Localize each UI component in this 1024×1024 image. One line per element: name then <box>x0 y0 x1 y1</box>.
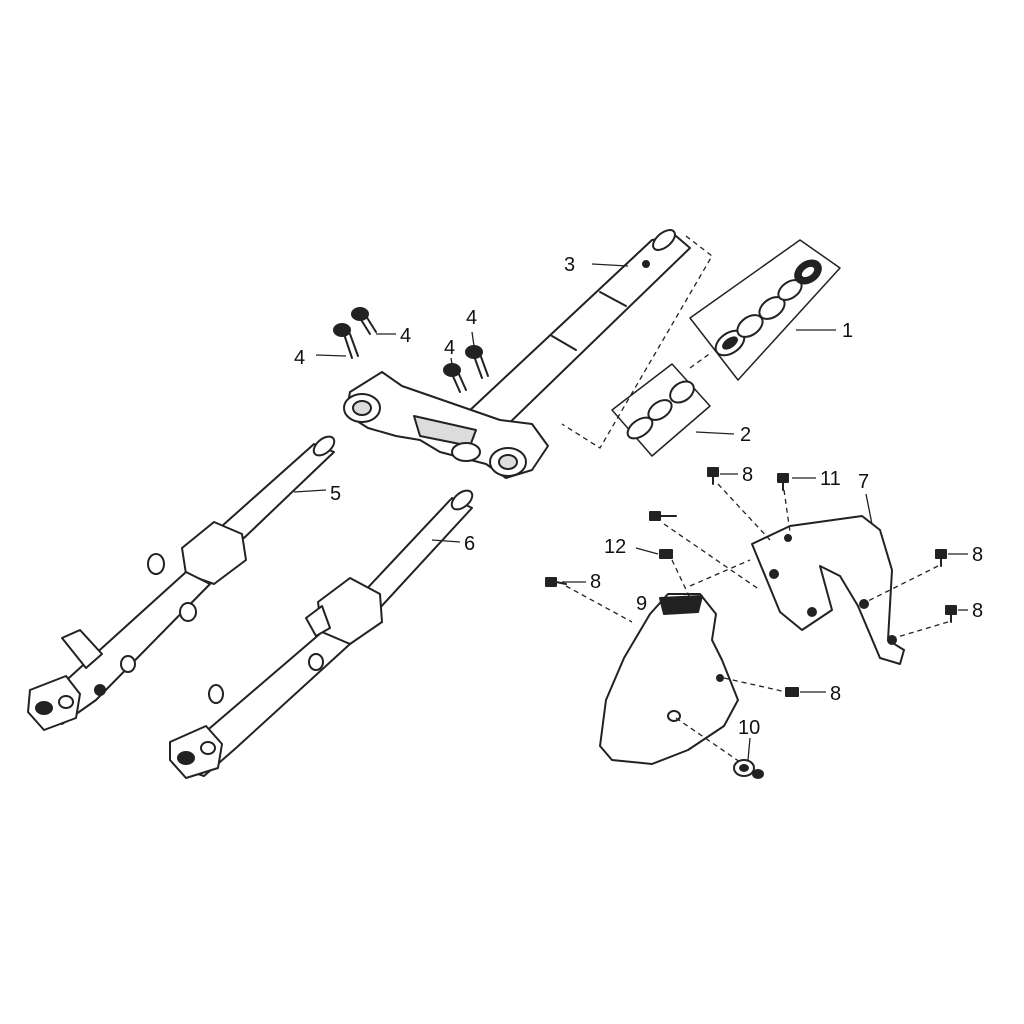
bolt-b <box>351 307 377 335</box>
svg-text:9: 9 <box>636 593 647 615</box>
bolt-8-right-a <box>935 549 947 567</box>
svg-text:1: 1 <box>842 320 853 342</box>
callout-5: 5 <box>293 483 341 505</box>
callout-8c: 8 <box>958 600 983 622</box>
front-fender <box>599 593 739 765</box>
bolt-8-left <box>545 577 567 587</box>
callout-4b: 4 <box>376 325 411 347</box>
svg-text:5: 5 <box>330 483 341 505</box>
bolt-d <box>465 345 489 379</box>
callout-8d: 8 <box>562 571 601 593</box>
clamp-bolts <box>333 307 489 393</box>
callouts: 1 2 3 4 4 4 4 5 6 7 8 8 8 8 8 9 10 11 12 <box>293 254 983 761</box>
callout-11: 11 <box>792 468 841 490</box>
svg-text:8: 8 <box>830 683 841 705</box>
bolt-8-top <box>707 467 719 485</box>
svg-text:4: 4 <box>400 325 411 347</box>
bolt-a <box>333 323 359 359</box>
callout-4c: 4 <box>444 337 455 365</box>
callout-10: 10 <box>738 717 760 761</box>
svg-text:8: 8 <box>972 600 983 622</box>
bearing-set <box>689 239 841 381</box>
callout-8b: 8 <box>948 544 983 566</box>
svg-text:8: 8 <box>590 571 601 593</box>
svg-text:12: 12 <box>604 536 626 558</box>
fork-leg-left <box>27 435 336 731</box>
callout-3: 3 <box>564 254 629 276</box>
callout-8a: 8 <box>720 464 753 486</box>
svg-text:7: 7 <box>858 471 869 493</box>
svg-text:8: 8 <box>742 464 753 486</box>
callout-1: 1 <box>796 320 853 342</box>
triple-clamp <box>343 371 549 479</box>
svg-text:4: 4 <box>294 347 305 369</box>
bolt-11 <box>777 473 789 491</box>
callout-4a: 4 <box>294 347 347 369</box>
bolt-c <box>443 363 467 393</box>
bolt-12 <box>659 549 673 559</box>
callout-9: 9 <box>636 593 647 615</box>
svg-text:3: 3 <box>564 254 575 276</box>
svg-text:4: 4 <box>444 337 455 359</box>
steering-stem <box>467 229 691 433</box>
svg-text:11: 11 <box>820 468 841 490</box>
nut-10 <box>733 759 764 779</box>
callout-2: 2 <box>695 424 751 446</box>
bolt-unlabeled <box>649 511 677 521</box>
callout-6: 6 <box>431 533 475 555</box>
svg-text:4: 4 <box>466 307 477 329</box>
callout-8e: 8 <box>800 683 841 705</box>
svg-text:6: 6 <box>464 533 475 555</box>
bolt-8-right-b <box>945 605 957 623</box>
fork-leg-right <box>169 489 474 779</box>
callout-4d: 4 <box>466 307 477 347</box>
fasteners <box>545 467 957 779</box>
svg-text:2: 2 <box>740 424 751 446</box>
fender-bracket <box>751 515 905 665</box>
callout-7: 7 <box>858 471 873 525</box>
bolt-8-fender <box>785 687 799 697</box>
callout-12: 12 <box>604 536 659 558</box>
svg-text:8: 8 <box>972 544 983 566</box>
svg-text:10: 10 <box>738 717 760 739</box>
race-set <box>611 363 711 457</box>
